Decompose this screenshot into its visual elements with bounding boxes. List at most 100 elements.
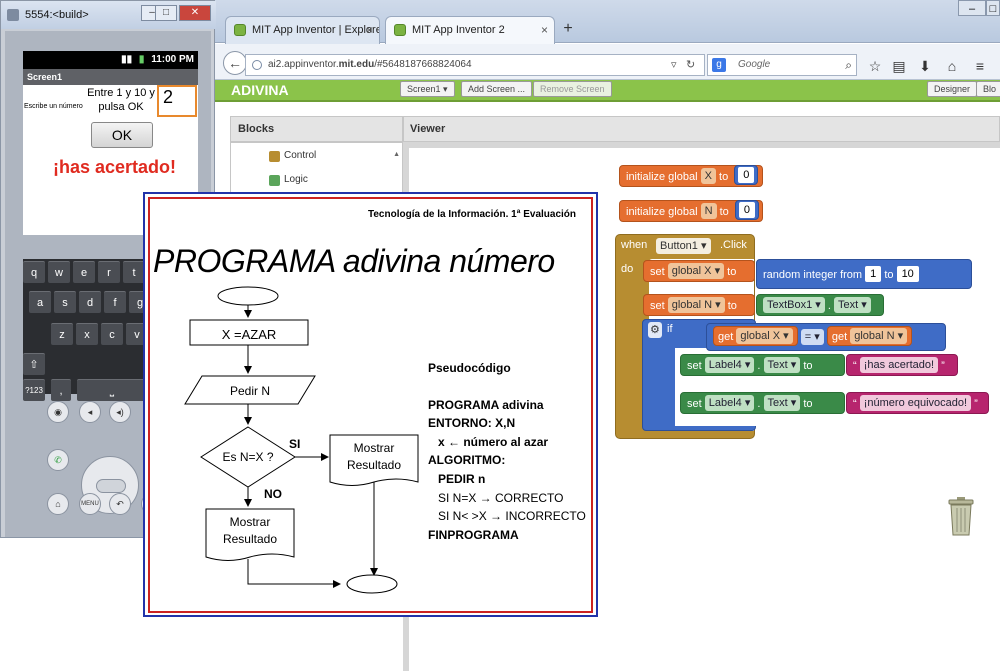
- compare-block[interactable]: get global X ▾ = ▾ get global N ▾: [706, 323, 946, 351]
- var-dropdown[interactable]: global X ▾: [667, 263, 725, 280]
- text-field[interactable]: ¡número equivocado!: [859, 395, 972, 412]
- refresh-icon[interactable]: ↻: [686, 59, 696, 71]
- component-dropdown[interactable]: Button1 ▾: [656, 238, 711, 254]
- key-space[interactable]: ⎵: [77, 379, 147, 401]
- menu-key-icon[interactable]: MENU: [79, 493, 101, 515]
- phone-call-icon[interactable]: ✆: [47, 449, 69, 471]
- key-123[interactable]: ?123: [23, 379, 45, 401]
- from-number-field[interactable]: 1: [865, 266, 882, 283]
- volume-down-icon[interactable]: ◂: [79, 401, 101, 423]
- pseudocode-block: Pseudocódigo PROGRAMA adivina ENTORNO: X…: [428, 359, 586, 544]
- download-icon[interactable]: ⬇: [919, 58, 931, 74]
- set-label4-then-block[interactable]: set Label4 ▾ . Text ▾ to: [680, 354, 845, 376]
- key-comma[interactable]: ,: [51, 379, 71, 401]
- key-w[interactable]: w: [48, 261, 70, 283]
- set-global-n-block[interactable]: set global N ▾ to: [643, 294, 755, 316]
- maximize-icon[interactable]: □: [155, 5, 177, 21]
- close-tab-icon[interactable]: ×: [540, 23, 548, 37]
- var-name: global N: [671, 299, 713, 312]
- close-icon[interactable]: ✕: [179, 5, 211, 21]
- init-global-n-block[interactable]: initialize global N to 0: [619, 200, 763, 222]
- tab-explore[interactable]: MIT App Inventor | Explore ... ×: [225, 16, 380, 44]
- var-name: global X: [740, 330, 781, 343]
- search-icon[interactable]: ⌕: [845, 58, 852, 72]
- text-field[interactable]: ¡has acertado!: [859, 357, 939, 374]
- gear-icon[interactable]: ⚙: [648, 322, 662, 338]
- designer-button[interactable]: Designer: [927, 81, 978, 97]
- star-icon[interactable]: ☆: [868, 58, 882, 74]
- scroll-up-icon[interactable]: ▲: [393, 151, 400, 158]
- close-tab-icon[interactable]: ×: [365, 23, 373, 37]
- app-inventor-topbar: ADIVINA Screen1 ▾ Add Screen ... Remove …: [215, 80, 1000, 102]
- ok-button[interactable]: OK: [91, 122, 153, 148]
- key-e[interactable]: e: [73, 261, 95, 283]
- back-key-icon[interactable]: ↶: [109, 493, 131, 515]
- bookmarks-icon[interactable]: ▤: [892, 58, 906, 74]
- pseudo-heading: Pseudocódigo: [428, 361, 511, 375]
- init-global-x-block[interactable]: initialize global X to 0: [619, 165, 763, 187]
- url-bar[interactable]: ai2.appinventor.mit.edu/#564818766882406…: [245, 54, 705, 76]
- text-block-acertado[interactable]: “ ¡has acertado! ”: [846, 354, 958, 376]
- camera-icon[interactable]: ◉: [47, 401, 69, 423]
- property-dropdown[interactable]: Text ▾: [834, 297, 871, 314]
- key-f[interactable]: f: [104, 291, 126, 313]
- operator-dropdown[interactable]: = ▾: [800, 329, 824, 346]
- key-x[interactable]: x: [76, 323, 98, 345]
- remove-screen-button[interactable]: Remove Screen: [533, 81, 612, 97]
- key-q[interactable]: q: [23, 261, 45, 283]
- add-screen-button[interactable]: Add Screen ...: [461, 81, 533, 97]
- key-t[interactable]: t: [123, 261, 145, 283]
- new-tab-button[interactable]: +: [563, 20, 573, 37]
- get-global-x-block[interactable]: get global X ▾: [713, 326, 798, 346]
- maximize-icon[interactable]: □: [986, 0, 1000, 16]
- set-global-x-block[interactable]: set global X ▾ to: [643, 260, 755, 282]
- var-dropdown[interactable]: global N ▾: [667, 297, 725, 314]
- key-z[interactable]: z: [51, 323, 73, 345]
- trash-icon[interactable]: [948, 496, 974, 536]
- dropdown-arrow-icon[interactable]: ▿: [671, 59, 677, 71]
- number-block[interactable]: 0: [734, 200, 759, 220]
- search-input[interactable]: g Google ⌕: [707, 54, 857, 76]
- key-s[interactable]: s: [54, 291, 76, 313]
- back-arrow-icon[interactable]: ←: [223, 51, 247, 75]
- number-field[interactable]: 0: [738, 167, 755, 184]
- screen-dropdown[interactable]: Screen1 ▾: [400, 81, 455, 97]
- set-label4-else-block[interactable]: set Label4 ▾ . Text ▾ to: [680, 392, 845, 414]
- key-c[interactable]: c: [101, 323, 123, 345]
- property-dropdown[interactable]: Text ▾: [763, 395, 801, 412]
- component-dropdown[interactable]: TextBox1 ▾: [763, 297, 825, 314]
- palette-item-logic[interactable]: Logic: [269, 174, 308, 186]
- home-key-icon[interactable]: ⌂: [47, 493, 69, 515]
- number-textbox[interactable]: 2: [157, 85, 197, 117]
- palette-item-control[interactable]: Control: [269, 150, 316, 162]
- input-parallelogram: [184, 375, 316, 405]
- key-v[interactable]: v: [126, 323, 148, 345]
- random-integer-block[interactable]: random integer from 1 to 10: [756, 259, 972, 289]
- property-dropdown[interactable]: Text ▾: [763, 357, 801, 374]
- key-r[interactable]: r: [98, 261, 120, 283]
- tab-app-inventor[interactable]: MIT App Inventor 2 ×: [385, 16, 555, 45]
- key-a[interactable]: a: [29, 291, 51, 313]
- block-keyword: get: [831, 331, 848, 343]
- var-name-field[interactable]: X: [700, 168, 716, 185]
- component-dropdown[interactable]: Label4 ▾: [704, 357, 755, 374]
- minimize-icon[interactable]: –: [958, 0, 986, 16]
- to-number-field[interactable]: 10: [896, 266, 919, 283]
- shift-icon[interactable]: ⇧: [23, 353, 45, 375]
- var-dropdown[interactable]: global N ▾: [850, 328, 908, 345]
- blocks-button[interactable]: Blo: [976, 81, 1000, 97]
- component-dropdown[interactable]: Label4 ▾: [704, 395, 755, 412]
- block-keyword: to: [727, 266, 737, 278]
- home-icon[interactable]: ⌂: [947, 58, 957, 74]
- text-block-equivocado[interactable]: “ ¡número equivocado! ”: [846, 392, 989, 414]
- textbox1-text-getter-block[interactable]: TextBox1 ▾ . Text ▾: [756, 294, 884, 316]
- volume-up-icon[interactable]: ◂): [109, 401, 131, 423]
- var-name-field[interactable]: N: [700, 203, 717, 220]
- key-d[interactable]: d: [79, 291, 101, 313]
- dpad-center[interactable]: [96, 479, 126, 493]
- number-block[interactable]: 0: [734, 165, 759, 185]
- menu-icon[interactable]: ≡: [975, 58, 985, 74]
- var-dropdown[interactable]: global X ▾: [736, 328, 793, 345]
- get-global-n-block[interactable]: get global N ▾: [826, 326, 913, 346]
- number-field[interactable]: 0: [738, 202, 755, 219]
